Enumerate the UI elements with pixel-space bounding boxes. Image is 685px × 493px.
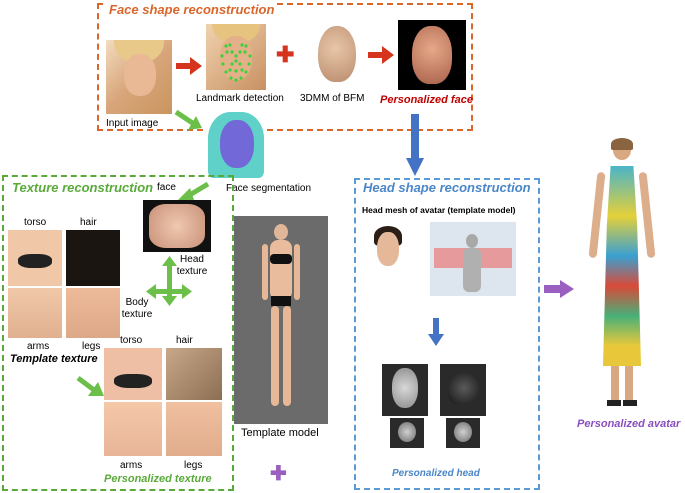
template-model-image [234,216,328,424]
green-arrow-segmentation [174,109,202,130]
personalized-face-image [398,20,466,90]
template-model-label: Template model [241,427,319,439]
arms-label: arms [27,341,50,352]
head-render-side [440,364,486,416]
head-mesh-image [430,222,516,296]
torso2-label: torso [120,335,143,346]
personalized-texture-label: Personalized texture [104,473,212,485]
blue-arrow-down [406,114,424,176]
personalized-avatar-label: Personalized avatar [577,418,681,430]
head-shape-title: Head shape reconstruction [363,180,531,195]
personalized-legs-texture [166,402,222,456]
landmark-detection-label: Landmark detection [196,93,284,104]
template-head-image [368,224,408,274]
template-hair-texture [66,230,120,286]
personalized-avatar-image [575,138,667,410]
green-arrow-face [178,181,210,200]
hair2-label: hair [176,335,193,346]
legs-label: legs [82,341,101,352]
template-torso-texture [8,230,62,286]
green-arrow-texture [76,376,104,396]
face-segmentation-image [204,112,266,178]
head-texture-label: Head texture [176,254,208,277]
hair-label: hair [80,217,97,228]
purple-plus-icon: ✚ [270,463,287,485]
landmark-image [206,24,266,90]
body-texture-label: Body texture [121,297,153,320]
purple-arrow [544,280,574,298]
head-render-face [382,364,428,416]
red-arrow-1 [176,57,202,75]
input-image-label: Input image [106,118,159,129]
template-arms-texture [8,288,62,338]
texture-section [2,175,234,491]
head-render-sphere2 [446,418,480,448]
torso-label: torso [24,217,47,228]
bfm-image [306,22,366,88]
face-label: face [157,182,176,193]
personalized-torso-texture [104,348,162,400]
template-legs-texture [66,288,120,338]
personalized-hair-texture [166,348,222,400]
face-shape-title: Face shape reconstruction [106,2,278,17]
red-arrow-2 [368,46,394,64]
head-render-sphere1 [390,418,424,448]
bfm-label: 3DMM of BFM [300,93,365,104]
face-texture-image [143,200,211,252]
blue-arrow-small [428,318,444,346]
face-shape-section [97,3,473,131]
face-segmentation-label: Face segmentation [226,183,312,194]
personalized-head-label: Personalized head [392,468,480,479]
arms2-label: arms [120,460,143,471]
green-cross-arrow [146,256,192,306]
personalized-arms-texture [104,402,162,456]
red-plus-icon: ✚ [276,42,295,67]
head-shape-section [354,178,540,490]
texture-title: Texture reconstruction [12,180,154,195]
legs2-label: legs [184,460,203,471]
template-texture-label: Template texture [10,353,98,365]
input-image [106,40,172,114]
personalized-face-label: Personalized face [380,94,473,106]
head-mesh-label: Head mesh of avatar (template model) [362,205,516,215]
